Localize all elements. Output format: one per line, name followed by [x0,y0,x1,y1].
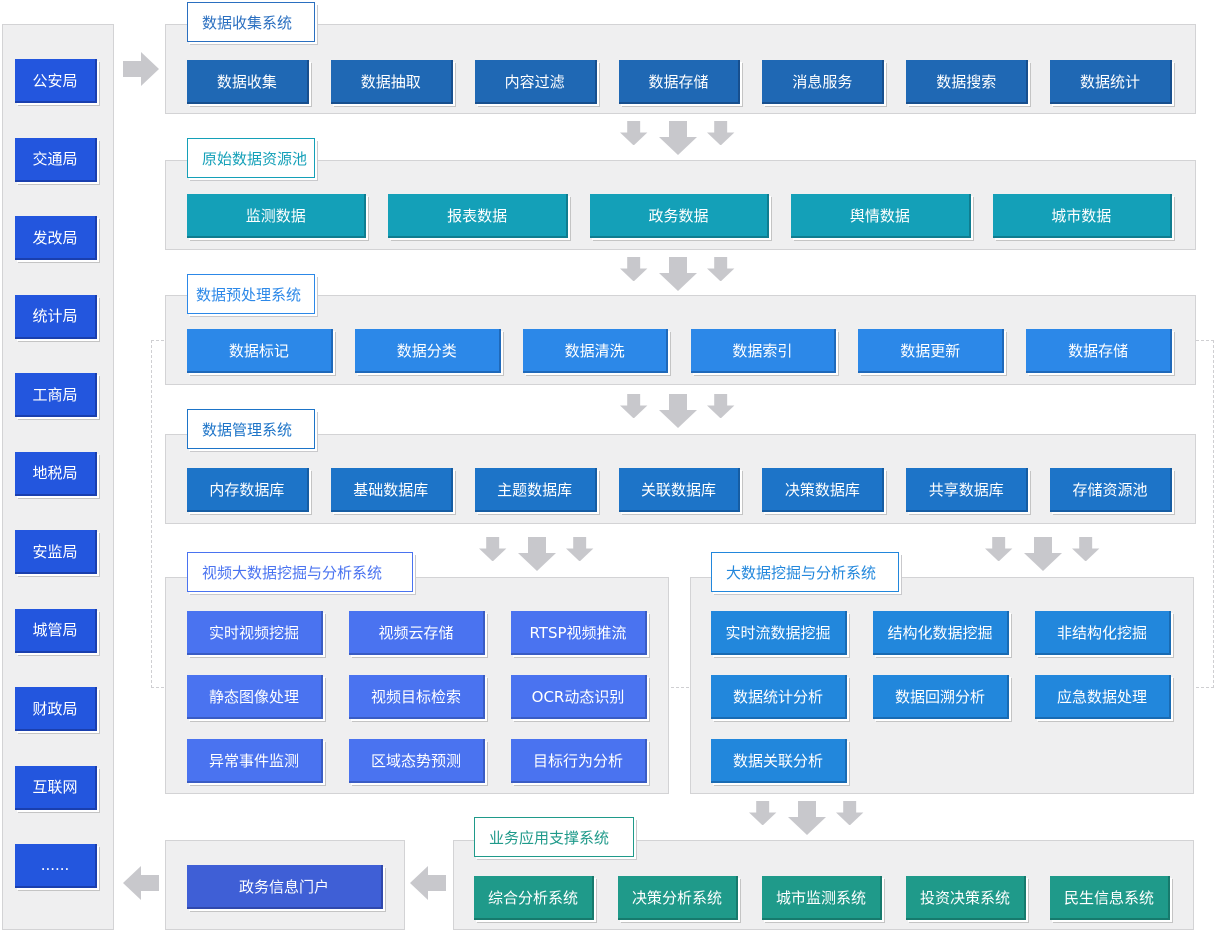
arrow-down-icon [479,537,507,562]
arrow-down-icon [620,394,648,419]
raw-pool-title: 原始数据资源池 [187,138,315,178]
business-box[interactable]: 决策分析系统 [618,876,738,920]
video-box[interactable]: OCR动态识别 [511,675,647,719]
video-box[interactable]: 静态图像处理 [187,675,323,719]
arrow-down-icon [985,537,1013,562]
sidebar-item[interactable]: 发改局 [15,216,97,260]
preprocess-box[interactable]: 数据清洗 [522,329,669,373]
bigdata-box[interactable]: 数据回溯分析 [873,675,1009,719]
management-box[interactable]: 关联数据库 [618,468,741,512]
sidebar-item[interactable]: 统计局 [15,294,97,339]
arrow-down-icon [749,801,777,826]
arrow-down-icon [788,801,826,835]
arrow-down-icon [707,394,735,419]
raw_pool-box[interactable]: 政务数据 [589,194,770,238]
arrow-right-icon [123,52,159,86]
preprocess-box[interactable]: 数据标记 [187,329,333,373]
raw_pool-box[interactable]: 舆情数据 [791,194,971,238]
business-box[interactable]: 综合分析系统 [474,876,594,920]
sidebar-item[interactable]: 安监局 [15,530,97,574]
collection-box[interactable]: 数据存储 [618,60,741,104]
bigdata-box[interactable]: 非结构化挖掘 [1035,611,1171,655]
business-box[interactable]: 城市监测系统 [762,876,882,920]
management-box[interactable]: 基础数据库 [330,468,453,512]
sidebar-item[interactable]: ...... [15,844,97,888]
collection-box[interactable]: 数据抽取 [330,60,453,104]
arrow-down-icon [707,121,735,146]
bigdata-box[interactable]: 数据关联分析 [711,739,847,783]
collection-box[interactable]: 数据搜索 [906,60,1029,104]
video-title: 视频大数据挖掘与分析系统 [187,552,413,592]
video-box[interactable]: 实时视频挖掘 [187,611,323,655]
sidebar-item[interactable]: 城管局 [15,608,97,653]
preprocess-box[interactable]: 数据分类 [354,329,501,373]
collection-box[interactable]: 消息服务 [762,60,885,104]
management-title: 数据管理系统 [187,409,315,449]
raw_pool-box[interactable]: 报表数据 [388,194,568,238]
collection-title: 数据收集系统 [187,2,315,42]
sidebar-item[interactable]: 地税局 [15,451,97,496]
arrow-down-icon [566,537,594,562]
raw_pool-box[interactable]: 城市数据 [992,194,1172,238]
video-box[interactable]: 视频云存储 [349,611,485,655]
video-box[interactable]: 目标行为分析 [511,739,647,783]
preprocess-box[interactable]: 数据更新 [858,329,1005,373]
arrow-down-icon [1024,537,1062,571]
collection-box[interactable]: 数据统计 [1050,60,1172,104]
video-box[interactable]: 异常事件监测 [187,739,323,783]
collection-box[interactable]: 内容过滤 [474,60,597,104]
video-box[interactable]: 视频目标检索 [349,675,485,719]
bigdata-box[interactable]: 结构化数据挖掘 [873,611,1009,655]
business-box[interactable]: 民生信息系统 [1050,876,1170,920]
preprocess-box[interactable]: 数据存储 [1026,329,1172,373]
arrow-down-icon [620,257,648,282]
bigdata-box[interactable]: 实时流数据挖掘 [711,611,847,655]
video-box[interactable]: RTSP视频推流 [511,611,647,655]
preprocess-panel [165,295,1196,385]
arrow-left-icon [410,866,446,900]
sidebar-item[interactable]: 工商局 [15,373,97,417]
video-box[interactable]: 区域态势预测 [349,739,485,783]
arrow-down-icon [836,801,864,826]
business-title: 业务应用支撑系统 [474,817,634,857]
management-box[interactable]: 决策数据库 [762,468,885,512]
bigdata-box[interactable]: 数据统计分析 [711,675,847,719]
collection-box[interactable]: 数据收集 [187,60,309,104]
arrow-down-icon [659,121,697,155]
arrow-down-icon [620,121,648,146]
bigdata-box[interactable]: 应急数据处理 [1035,675,1171,719]
sidebar-item[interactable]: 交通局 [15,137,97,182]
arrow-down-icon [1072,537,1100,562]
arrow-down-icon [518,537,556,571]
sidebar-item[interactable]: 公安局 [15,59,97,103]
arrow-down-icon [707,257,735,282]
management-box[interactable]: 主题数据库 [474,468,597,512]
arrow-left-icon [123,866,159,900]
portal-box[interactable]: 政务信息门户 [187,865,383,909]
sidebar-item[interactable]: 财政局 [15,687,97,731]
preprocess-title: 数据预处理系统 [187,274,315,314]
arrow-down-icon [659,257,697,291]
business-box[interactable]: 投资决策系统 [906,876,1026,920]
preprocess-box[interactable]: 数据索引 [690,329,837,373]
management-box[interactable]: 共享数据库 [906,468,1029,512]
sidebar-item[interactable]: 互联网 [15,765,97,810]
arrow-down-icon [659,394,697,428]
management-box[interactable]: 内存数据库 [187,468,309,512]
bigdata-title: 大数据挖掘与分析系统 [711,552,899,592]
raw_pool-box[interactable]: 监测数据 [187,194,367,238]
management-box[interactable]: 存储资源池 [1050,468,1172,512]
